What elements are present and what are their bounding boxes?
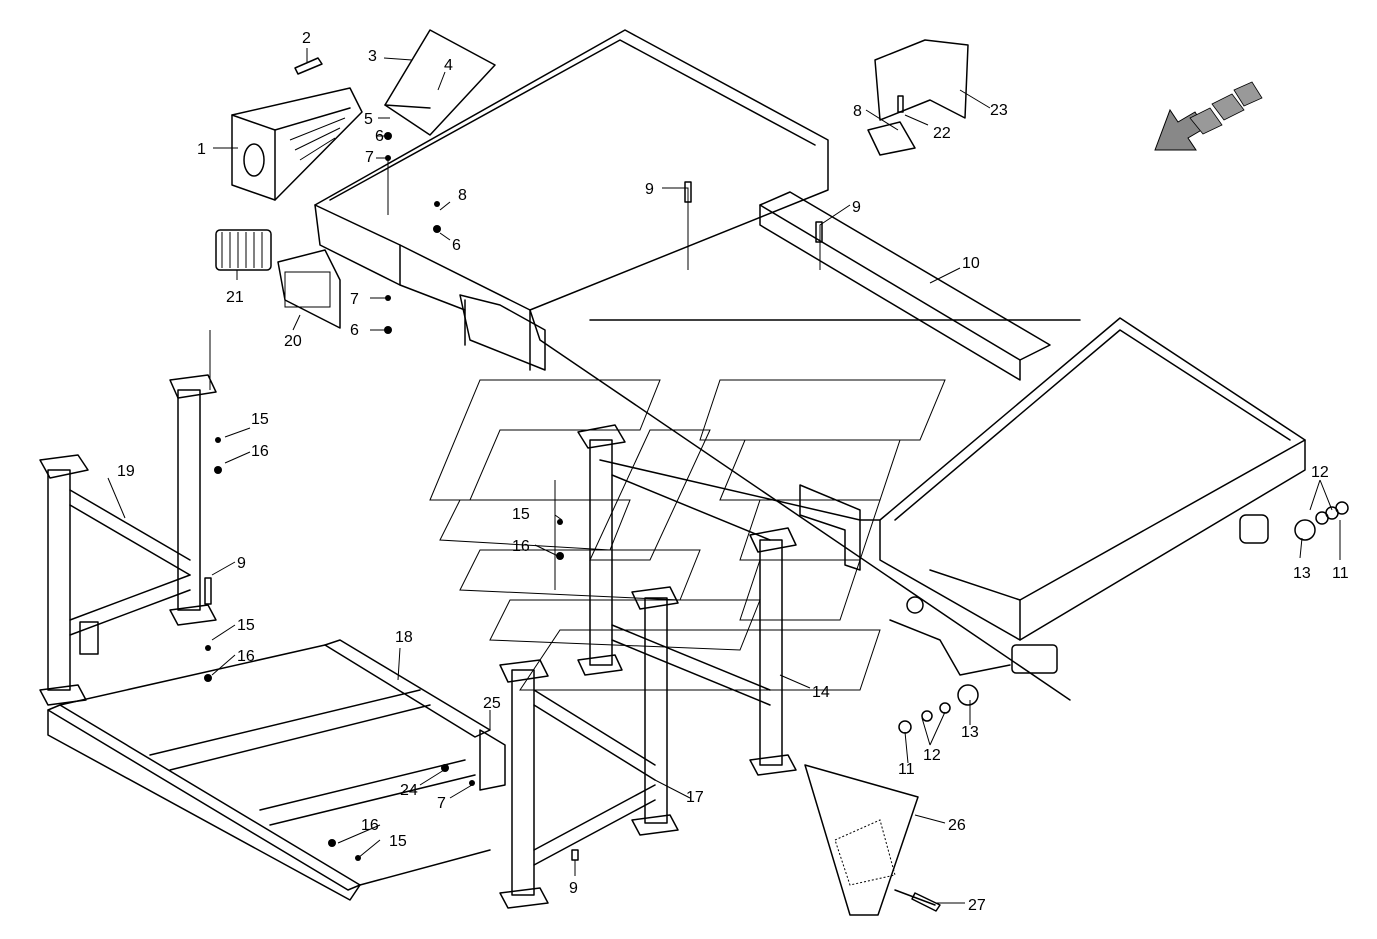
leg-frame-left (39, 374, 217, 706)
callout-16c: 16 (237, 648, 255, 665)
callout-26: 26 (948, 817, 966, 834)
callout-8a: 8 (458, 187, 467, 204)
top-parts (215, 29, 969, 329)
callout-15c: 15 (237, 617, 255, 634)
base-frame (47, 639, 506, 901)
watermark-logo (429, 379, 946, 691)
callout-13b: 13 (961, 724, 979, 741)
callout-15a: 15 (251, 411, 269, 428)
callout-9a: 9 (645, 181, 654, 198)
callout-16a: 16 (251, 443, 269, 460)
callout-7b: 7 (350, 291, 359, 308)
callout-20: 20 (284, 333, 302, 350)
hardware (204, 95, 1349, 912)
callout-15d: 15 (389, 833, 407, 850)
callout-27: 27 (968, 897, 986, 914)
callout-16b: 16 (512, 538, 530, 555)
callout-18: 18 (395, 629, 413, 646)
callout-11a: 11 (1332, 565, 1349, 582)
callout-4: 4 (444, 57, 453, 74)
callout-8b: 8 (853, 103, 862, 120)
callout-7c: 7 (437, 795, 446, 812)
callout-6c: 6 (350, 322, 359, 339)
callout-labels: 1 2 3 4 5 6 6 6 7 7 7 8 8 9 9 9 9 10 11 … (117, 30, 1349, 914)
callout-16d: 16 (361, 817, 379, 834)
callout-22: 22 (933, 125, 951, 142)
callout-11b: 11 (898, 761, 915, 778)
callout-2: 2 (302, 30, 311, 47)
callout-13a: 13 (1293, 565, 1311, 582)
main-frame-upper (314, 29, 1081, 701)
callout-10: 10 (962, 255, 980, 272)
callout-19: 19 (117, 463, 135, 480)
callout-21: 21 (226, 289, 244, 306)
callout-3: 3 (368, 48, 377, 65)
leader-lines (107, 48, 1341, 904)
leg-frame-middle (499, 586, 679, 909)
callout-9d: 9 (569, 880, 578, 897)
callout-24: 24 (400, 782, 418, 799)
leg-frame-right (577, 424, 861, 776)
callout-17: 17 (686, 789, 704, 806)
callout-12a: 12 (1311, 464, 1329, 481)
callout-5: 5 (364, 111, 373, 128)
panel-26 (804, 764, 936, 916)
callout-23: 23 (990, 102, 1008, 119)
callout-6a: 6 (375, 128, 384, 145)
callout-1: 1 (197, 141, 206, 158)
main-frame-lower (799, 317, 1306, 676)
direction-arrow-icon (1154, 81, 1263, 151)
callout-9b: 9 (852, 199, 861, 216)
callout-25: 25 (483, 695, 501, 712)
callout-15b: 15 (512, 506, 530, 523)
callout-12b: 12 (923, 747, 941, 764)
callout-7a: 7 (365, 149, 374, 166)
callout-14: 14 (812, 684, 830, 701)
callout-6b: 6 (452, 237, 461, 254)
callout-9c: 9 (237, 555, 246, 572)
